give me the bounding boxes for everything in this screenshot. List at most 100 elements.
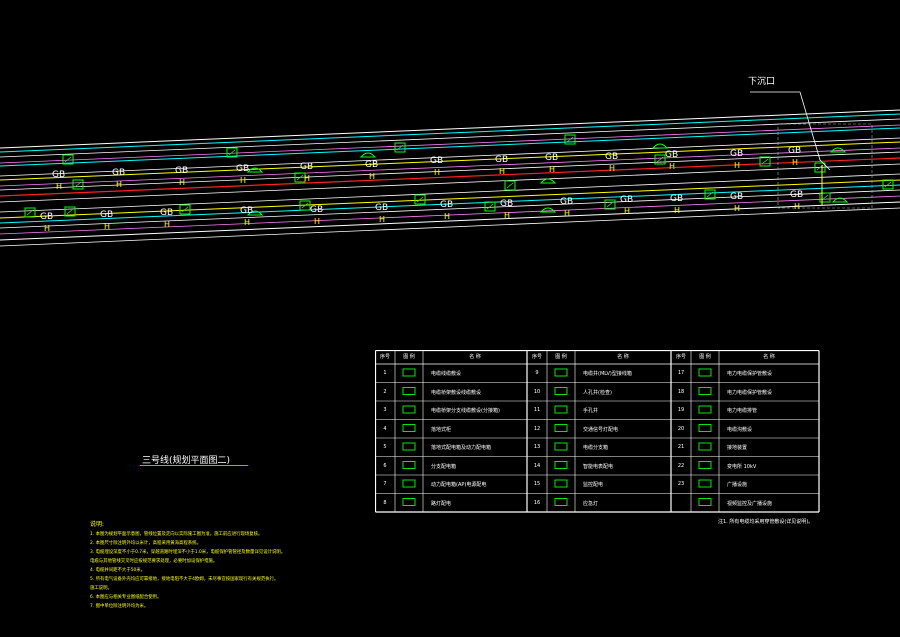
legend-row-number: 18 [677,388,685,395]
callout-leader [799,91,831,171]
road-line-4 [0,127,900,167]
gb-tag: GB [240,206,254,216]
legend-grid [375,350,820,513]
legend-row-number: 12 [533,425,541,432]
equipment-box-mark [181,206,189,213]
equipment-box-icon [64,206,76,217]
legend-symbol-icon [554,405,568,414]
legend-header-icon: 图 例 [699,354,711,360]
legend-row-name: 电缆沟敷设 [727,426,753,433]
gb-tag: GB [545,153,559,163]
legend-row-number: 4 [383,425,387,432]
legend-row-name: 电缆线缆敷设 [431,371,462,377]
legend-symbol-icon [402,461,416,469]
equipment-box-mark [821,194,829,201]
road-line-5 [0,137,900,177]
legend-symbol-icon [402,498,416,506]
h-tag: H [444,212,451,221]
legend-symbol-icon [698,387,712,395]
legend-symbol-icon [554,498,568,506]
h-tag: H [240,176,247,185]
road-line-10 [0,163,900,203]
legend-row-number: 8 [383,499,387,506]
gb-tag: GB [375,203,389,213]
h-tag: H [624,207,631,216]
legend-row-name: 电力电缆保护管敷设 [727,371,773,377]
road-line-0 [0,109,900,149]
gb-tag: GB [52,170,66,180]
h-tag: H [304,174,311,183]
equipment-box-mark [64,156,72,163]
equipment-box-icon [504,180,516,191]
equipment-box-mark [761,158,769,165]
legend-symbol-icon [554,424,568,432]
legend-row-name: 监控配电 [583,482,604,488]
equipment-box-icon [819,192,831,203]
road-line-12 [0,179,900,219]
equipment-box-mark [301,202,309,209]
legend-symbol-icon [698,424,712,432]
title-underline [140,465,248,466]
gb-tag: GB [112,168,126,178]
equipment-box-mark [74,181,82,188]
legend-row-name: 应急灯 [583,500,599,507]
legend-header-no: 序号 [379,354,390,360]
manhole-dome-icon [246,210,264,216]
legend-row-number: 5 [383,444,387,450]
equipment-box-icon [72,179,84,190]
equipment-box-mark [566,136,574,143]
legend-row-name: 智能电表配电 [583,463,614,470]
legend-row-number: 22 [677,462,685,469]
legend-row-name: 电缆桥架分支线缆敷设(分接箱) [431,408,500,414]
gb-tag: GB [495,155,509,165]
equipment-box-icon [564,134,576,145]
legend-row-name: 电力电缆排管 [727,408,758,414]
legend-symbol-icon [554,442,568,451]
road-line-13 [0,184,900,224]
gb-tag: GB [605,152,619,162]
road-line-7 [0,147,900,187]
notes-title: 说明: [90,521,105,528]
gb-tag: GB [670,194,684,204]
gb-tag: GB [40,212,54,222]
note-line: 4. 电缆井间距不大于50米。 [90,568,146,573]
legend-row-number: 16 [533,499,541,506]
legend-row-name: 落地式柜 [431,426,452,433]
legend-symbol-icon [402,442,416,451]
h-tag: H [56,182,63,191]
road-line-8 [0,151,900,191]
note-line: 7. 图中单位除注明外均为米。 [90,604,149,609]
h-tag: H [504,211,511,220]
legend-footnote: 注1. 所有电缆均采用穿管敷设(详见说明)。 [718,519,814,525]
legend-row-name: 电缆分支箱 [583,445,609,451]
h-tag: H [44,224,51,233]
legend-row-name: 电缆井(MLV)型接线箱 [583,371,632,377]
equipment-box-icon [414,194,426,205]
equipment-box-icon [814,162,826,173]
equipment-box-mark [396,144,404,151]
gb-tag: GB [440,200,454,210]
legend-symbol-icon [554,461,568,469]
h-tag: H [379,215,386,224]
equipment-box-mark [26,209,34,216]
legend-row-number: 10 [533,388,541,395]
road-line-11 [0,173,900,213]
gb-tag: GB [790,190,804,200]
h-tag: H [244,218,251,227]
h-tag: H [369,172,376,181]
equipment-box-icon [62,154,74,165]
legend-header-name: 名 称 [763,354,775,360]
gb-tag: GB [100,210,114,220]
legend-symbol-icon [698,368,712,377]
h-tag: H [499,167,506,176]
h-tag: H [164,220,171,229]
legend-symbol-icon [402,387,416,395]
road-line-1 [0,113,900,153]
legend-row-number: 15 [533,481,541,487]
road-line-15 [0,195,900,235]
legend-header-no: 序号 [531,354,542,360]
equipment-box-mark [656,156,664,163]
drawing-title: 三号线(规划平面图二) [142,456,231,466]
gb-tag: GB [300,162,314,172]
